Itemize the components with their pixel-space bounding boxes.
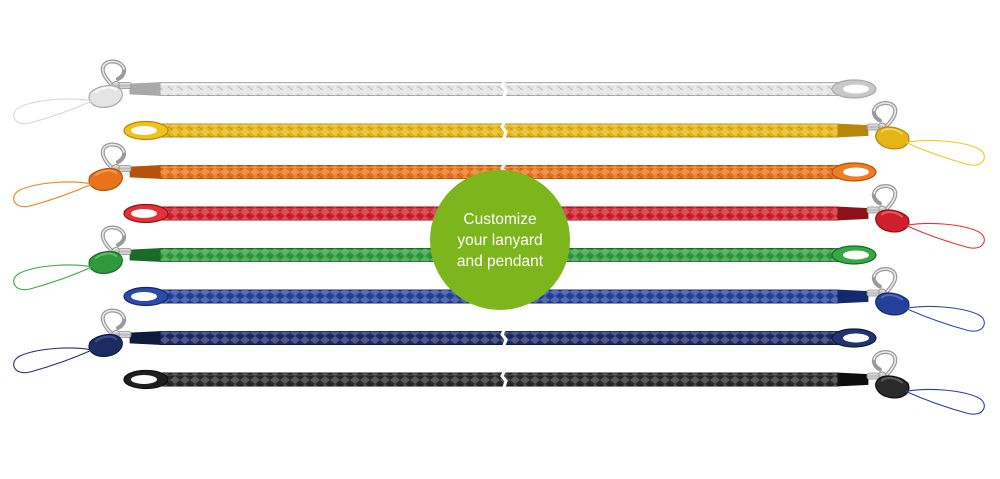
lanyard-yellow-break-mark: [500, 120, 508, 142]
lanyard-white-end-cap: [129, 82, 161, 96]
badge-line-2: your lanyard: [457, 231, 543, 249]
lanyard-black-clasp: [866, 350, 898, 382]
lanyard-white-break-mark: [500, 78, 508, 100]
lanyard-red-pendant: [875, 209, 910, 233]
lanyard-yellow: [123, 101, 985, 166]
lanyard-red-end-cap: [837, 206, 869, 221]
lanyard-blue-wrist-cord: [905, 305, 985, 332]
lanyard-yellow-end-cap: [837, 123, 869, 138]
lanyard-yellow-wrist-cord: [905, 139, 985, 166]
lanyard-white-wrist-cord: [13, 98, 93, 125]
lanyard-black-break-mark: [500, 369, 508, 391]
lanyard-green-wrist-cord: [13, 264, 93, 291]
lanyard-orange-clasp: [100, 142, 132, 174]
lanyard-navy-end-cap: [129, 331, 161, 345]
lanyard-green-end-cap: [129, 248, 161, 262]
lanyard-green-clasp: [100, 225, 132, 257]
lanyard-yellow-pendant: [875, 126, 910, 150]
customize-badge[interactable]: Customize your lanyard and pendant: [430, 170, 570, 310]
lanyard-navy-pendant: [88, 333, 123, 357]
lanyard-black-end-cap: [837, 372, 869, 387]
lanyard-orange-pendant: [88, 167, 123, 191]
lanyard-blue-end-cap: [837, 289, 869, 304]
lanyard-white: [13, 59, 877, 125]
badge-line-3: and pendant: [456, 252, 544, 270]
lanyard-orange-wrist-cord: [13, 181, 93, 208]
lanyard-black-pendant: [875, 375, 910, 399]
lanyard-navy-break-mark: [500, 327, 508, 349]
customize-badge-text: Customize your lanyard and pendant: [457, 209, 543, 272]
lanyard-orange-end-cap: [129, 165, 161, 179]
lanyard-navy-wrist-cord: [13, 347, 93, 374]
badge-line-1: Customize: [463, 210, 537, 228]
lanyard-black: [123, 350, 985, 415]
lanyard-navy: [13, 308, 877, 374]
lanyard-green-pendant: [88, 250, 123, 274]
lanyard-red-wrist-cord: [905, 222, 985, 249]
lanyard-black-wrist-cord: [905, 388, 985, 415]
lanyard-white-pendant: [88, 84, 123, 108]
lanyard-blue-pendant: [875, 292, 910, 316]
